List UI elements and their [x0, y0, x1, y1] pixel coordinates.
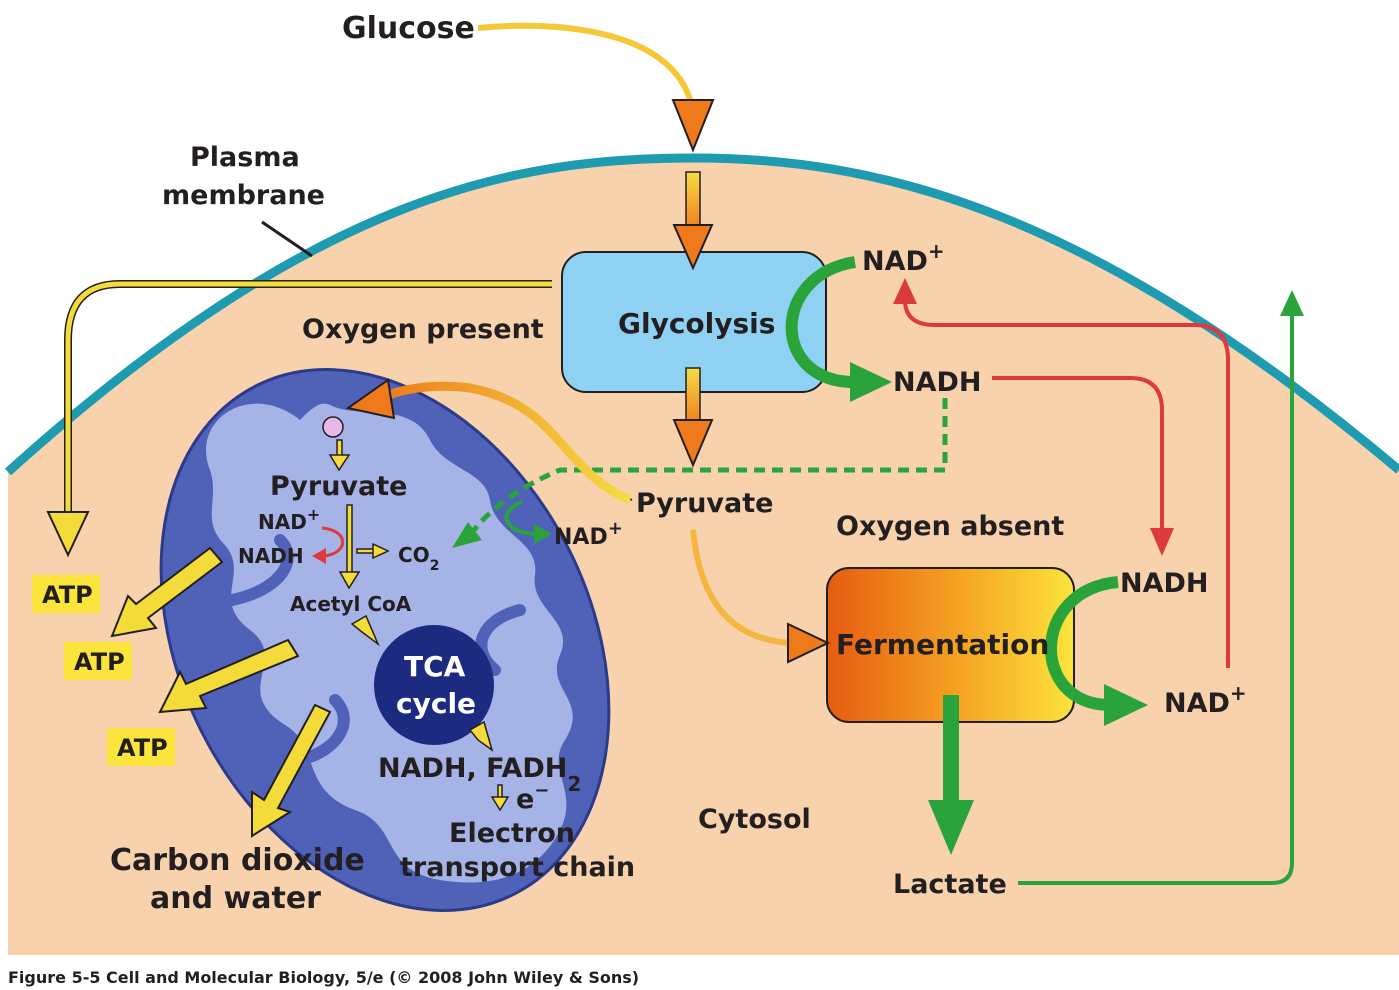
- etc-label-2: transport chain: [400, 852, 635, 883]
- carbon-dioxide-label-2: and water: [150, 881, 321, 916]
- cytosol-label: Cytosol: [698, 804, 811, 835]
- red-arrow-nad-return: [893, 278, 1230, 668]
- plasma-membrane-label-1: Plasma: [190, 142, 300, 173]
- nadh-ferm-label: NADH: [1120, 568, 1209, 599]
- atp-arrows: [110, 546, 332, 838]
- co2-label: CO2: [398, 543, 439, 574]
- atp-box-1: [32, 575, 100, 613]
- glucose-label: Glucose: [342, 11, 475, 46]
- nad-plus-mid-label: NAD+: [554, 518, 623, 550]
- fermentation-label: Fermentation: [836, 628, 1049, 661]
- tca-label-2: cycle: [396, 687, 476, 720]
- atp-label-2: ATP: [74, 648, 125, 676]
- nad-plus-top-label: NAD+: [862, 239, 945, 277]
- arrow-into-glycolysis: [672, 171, 714, 271]
- glycolysis-label: Glycolysis: [618, 307, 775, 340]
- atp-label-1: ATP: [42, 581, 93, 609]
- nadh-mito-label: NADH: [238, 544, 304, 568]
- oxygen-present-label: Oxygen present: [302, 314, 544, 345]
- pyruvate-transporter: [322, 416, 344, 438]
- mito-red-curl-head: [312, 548, 326, 564]
- acetyl-coa-label: Acetyl CoA: [290, 592, 412, 616]
- arrow-fermentation-to-lactate: [928, 695, 974, 855]
- atp-box-2: [64, 642, 132, 680]
- membrane-pointer-line: [261, 220, 313, 258]
- tca-label-1: TCA: [404, 650, 466, 683]
- nad-plus-mito-label: NAD+: [258, 505, 320, 534]
- electron-label: e−: [516, 780, 549, 815]
- arrow-pyruvate-to-fermentation: [690, 529, 831, 664]
- fermentation-nad-cycle-arrow: [1045, 576, 1148, 726]
- lactate-label: Lactate: [893, 869, 1007, 900]
- nadh-top-label: NADH: [893, 367, 982, 398]
- pyruvate-cytosol-label: Pyruvate: [636, 488, 773, 519]
- atp-label-3: ATP: [117, 734, 168, 762]
- mito-small-arrows: [328, 439, 510, 812]
- glycolysis-nad-cycle-arrow: [785, 256, 892, 402]
- green-dashed-nadh-arrow: [452, 398, 948, 548]
- oxygen-absent-label: Oxygen absent: [836, 511, 1064, 542]
- arrow-glycolysis-to-pyruvate: [672, 367, 714, 468]
- etc-label-1: Electron: [449, 818, 575, 849]
- figure-caption: Figure 5-5 Cell and Molecular Biology, 5…: [8, 968, 639, 987]
- pyruvate-mito-label: Pyruvate: [270, 471, 407, 502]
- plasma-membrane-label-2: membrane: [162, 180, 325, 211]
- glucose-arrow: [477, 22, 715, 153]
- mito-red-curl: [321, 526, 345, 558]
- atp-box-3: [107, 728, 175, 766]
- mid-nad-curl-arrow: [504, 500, 541, 537]
- plasma-membrane: [4, 153, 1399, 476]
- arrow-pyruvate-to-mitochondrion: [345, 378, 633, 505]
- mid-nad-curl-arrowhead: [534, 524, 552, 544]
- carbon-dioxide-label-1: Carbon dioxide: [110, 843, 365, 878]
- nad-plus-ferm-label: NAD+: [1164, 681, 1247, 719]
- red-arrow-nadh-to-fermentation: [992, 376, 1174, 556]
- mitochondrion-inner-membrane: [206, 403, 573, 883]
- tca-cycle-circle: [374, 625, 494, 745]
- arrow-lactate-up: [1018, 290, 1304, 885]
- arrow-oxygen-to-atp: [46, 280, 552, 558]
- nadh-fadh-label: NADH, FADH2: [378, 753, 581, 796]
